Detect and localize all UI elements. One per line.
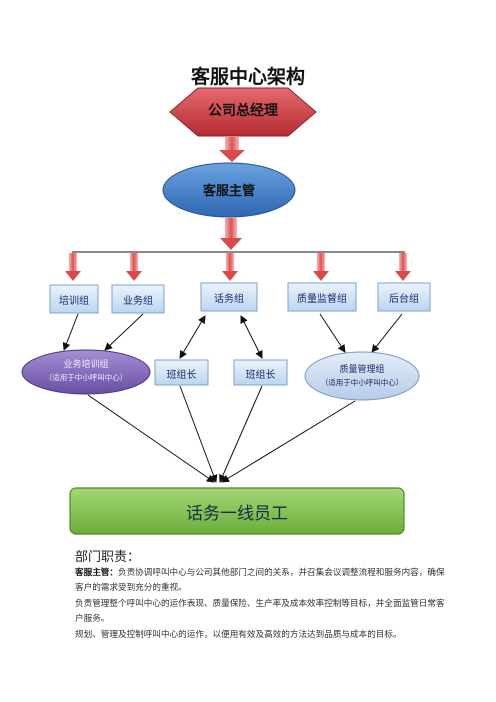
line-telephony-to-leader2 bbox=[240, 315, 263, 359]
supervisor-ellipse bbox=[162, 162, 296, 218]
line-quality-oval-to-staff bbox=[221, 400, 356, 483]
line-business-to-oval bbox=[104, 313, 144, 351]
arrow-to-telephony-group bbox=[222, 253, 238, 281]
business-training-label: 业务培训组 bbox=[63, 360, 109, 370]
responsibility-line-3: 规划、管理及控制呼叫中心的运作，以便用有效及高效的方法达到品质与成本的目标。 bbox=[75, 630, 402, 640]
business-training-note: （适用于中小呼叫中心） bbox=[44, 373, 128, 382]
quality-management-oval bbox=[304, 351, 420, 401]
backoffice-group-label: 后台组 bbox=[389, 294, 419, 305]
line-telephony-to-leader1 bbox=[179, 315, 206, 359]
arrow-to-quality-group bbox=[313, 253, 329, 281]
responsibility-line-2: 负责管理整个呼叫中心的运作表现、质量保险、生产率及成本效率控制等目标，并全面监管… bbox=[75, 599, 445, 624]
arrow-to-business-group bbox=[126, 253, 142, 281]
team-leader-label-1: 班组长 bbox=[166, 370, 197, 381]
responsibilities-heading: 部门职责： bbox=[75, 550, 141, 565]
business-training-oval bbox=[21, 349, 151, 395]
responsibility-line-1: 客服主管：负责协调呼叫中心与公司其他部门之间的关系，并召集会议调整流程和服务内容… bbox=[75, 566, 450, 596]
line-training-to-oval bbox=[62, 313, 79, 351]
backoffice-group-box bbox=[377, 282, 431, 312]
training-group-box bbox=[49, 284, 99, 314]
arrow-gm-to-supervisor bbox=[219, 137, 245, 162]
line-backoffice-to-oval bbox=[371, 313, 403, 353]
gm-banner bbox=[169, 87, 317, 137]
team-leader-label-2: 班组长 bbox=[245, 370, 276, 381]
arrow-supervisor-to-branch bbox=[220, 218, 242, 250]
line-quality-to-oval bbox=[319, 313, 346, 353]
training-group-label: 培训组 bbox=[59, 296, 89, 307]
line-oval-to-staff bbox=[87, 394, 215, 483]
responsibility-line-1-label: 客服主管： bbox=[75, 568, 118, 578]
team-leader-box-2 bbox=[233, 359, 288, 386]
telephony-group-box bbox=[200, 282, 258, 312]
arrow-to-training-group bbox=[65, 253, 81, 281]
supervisor-label: 客服主管 bbox=[202, 184, 255, 199]
line-leader2-to-staff bbox=[219, 385, 263, 483]
quality-group-box bbox=[287, 282, 357, 312]
line-leader1-to-staff bbox=[179, 385, 218, 483]
business-group-label: 业务组 bbox=[123, 296, 153, 307]
arrow-to-backoffice-group bbox=[395, 253, 411, 281]
business-group-box bbox=[111, 284, 165, 314]
frontline-staff-box bbox=[69, 487, 405, 535]
team-leader-box-1 bbox=[154, 359, 209, 386]
responsibility-line-1-text: 负责协调呼叫中心与公司其他部门之间的关系，并召集会议调整流程和服务内容，确保客户… bbox=[75, 568, 445, 593]
telephony-group-label: 话务组 bbox=[214, 294, 244, 305]
quality-management-note: （适用于中小呼叫中心） bbox=[320, 378, 404, 387]
page-title: 客服中心架构 bbox=[190, 66, 305, 88]
gm-label: 公司总经理 bbox=[208, 103, 278, 119]
frontline-staff-label: 话务一线员工 bbox=[186, 504, 288, 524]
quality-group-label: 质量监督组 bbox=[297, 294, 347, 305]
quality-management-label: 质量管理组 bbox=[339, 365, 385, 375]
